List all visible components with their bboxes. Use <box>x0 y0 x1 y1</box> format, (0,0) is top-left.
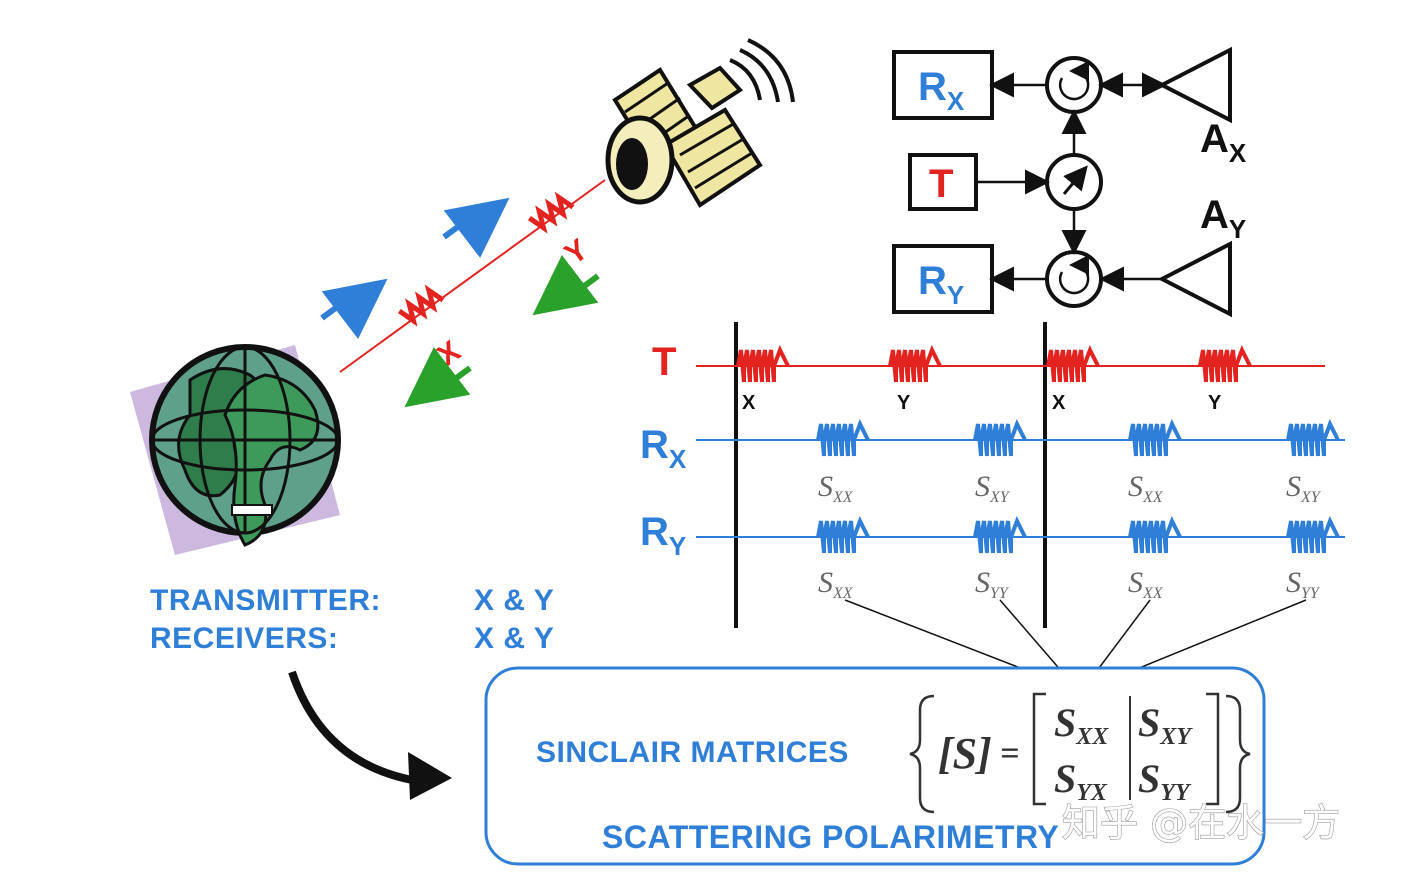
pulse-label-1: X <box>742 392 756 414</box>
rx-box <box>892 50 994 120</box>
switch-icon <box>1045 153 1103 211</box>
pulse-x-beam <box>397 284 445 327</box>
svg-text:SXX: SXX <box>818 566 854 602</box>
ry-box-sub: Y <box>947 280 964 310</box>
svg-text:RX: RX <box>918 65 965 116</box>
rx-signal-2: S <box>975 470 990 503</box>
rx-box-sub: X <box>947 86 965 116</box>
svg-text:RX: RX <box>640 423 687 474</box>
antenna-y-icon <box>1157 240 1232 318</box>
watermark-text: 知乎 @在水一方 <box>1062 801 1340 845</box>
timing-ry-label: R <box>640 510 669 554</box>
pulse-label-3: X <box>1052 392 1066 414</box>
rx-signal-3: S <box>1128 470 1143 503</box>
beam-path: X Y <box>339 179 606 374</box>
ry-box-label: R <box>918 259 947 303</box>
scattering-polarimetry-label: SCATTERING POLARIMETRY <box>602 819 1059 855</box>
ry-pulse-2 <box>973 516 1027 554</box>
downlink-arrows <box>404 255 600 408</box>
earth-globe-icon <box>130 344 341 555</box>
matrix-equals: = <box>1000 735 1019 772</box>
transmit-pulse-3 <box>1046 345 1100 383</box>
matrix-s-yy: S <box>1138 756 1160 801</box>
svg-text:SXY: SXY <box>1138 700 1193 750</box>
result-box: SINCLAIR MATRICES SCATTERING POLARIMETRY… <box>484 666 1266 866</box>
receivers-value: X & Y <box>474 622 554 655</box>
transmitter-value: X & Y <box>474 584 554 617</box>
curved-arrow-head <box>408 752 452 800</box>
svg-text:AX: AX <box>1200 117 1247 168</box>
pulse-label-4: Y <box>1208 392 1222 414</box>
timing-t-label: T <box>652 340 676 384</box>
svg-text:SYX: SYX <box>1054 756 1108 806</box>
curved-arrow-icon <box>288 670 413 784</box>
matrix-s-xy: S <box>1138 700 1160 745</box>
antenna-x-sub: X <box>1229 138 1247 168</box>
t-box-label: T <box>929 162 953 206</box>
pulse-y-beam <box>527 191 575 234</box>
ry-signal-1: S <box>818 566 833 599</box>
timing-rx-label: R <box>640 423 669 467</box>
beam-label-y: Y <box>559 233 594 272</box>
matrix-s-xx: S <box>1054 700 1076 745</box>
rx-signal-1: S <box>818 470 833 503</box>
transmit-pulse-2 <box>888 345 942 383</box>
legend: TRANSMITTER: X & Y RECEIVERS: X & Y <box>150 584 554 655</box>
ry-pulse-1 <box>816 516 870 554</box>
rx-pulse-2 <box>973 419 1027 457</box>
ry-signal-4: S <box>1286 566 1301 599</box>
transmit-pulse-4 <box>1198 345 1252 383</box>
radar-block-diagram: RX T RY AX AY <box>892 46 1247 318</box>
sinclair-matrix: [S] = SXX SXY SYX SYY <box>909 692 1251 814</box>
svg-text:SXX: SXX <box>1054 700 1109 750</box>
ry-signal-3: S <box>1128 566 1143 599</box>
svg-text:AY: AY <box>1200 193 1246 244</box>
svg-text:SXX: SXX <box>1128 566 1164 602</box>
ry-signal-2: S <box>975 566 990 599</box>
sinclair-matrices-label: SINCLAIR MATRICES <box>536 736 849 769</box>
pulse-label-2: Y <box>897 392 911 414</box>
transmit-pulses <box>736 345 1252 383</box>
svg-text:SXX: SXX <box>1128 470 1164 506</box>
receive-x-pulses <box>816 419 1340 457</box>
svg-text:SXX: SXX <box>818 470 854 506</box>
circulator-y-icon <box>1045 250 1103 308</box>
svg-text:RY: RY <box>918 259 964 310</box>
rx-box-label: R <box>918 65 947 109</box>
timing-rx-sub: X <box>669 444 687 474</box>
timing-ry-sub: Y <box>669 531 686 561</box>
timing-diagram: T RX RY X Y X Y SXX SXY SXX SXY SXX SYY … <box>640 322 1345 691</box>
rx-pulse-3 <box>1128 419 1182 457</box>
transmitter-label: TRANSMITTER: <box>150 584 381 617</box>
rx-signal-4: S <box>1286 470 1301 503</box>
antenna-y-label: A <box>1200 193 1229 237</box>
svg-text:SYY: SYY <box>975 566 1010 602</box>
rx-pulse-1 <box>816 419 870 457</box>
satellite-icon <box>605 38 795 208</box>
receivers-label: RECEIVERS: <box>150 622 338 655</box>
ry-box <box>892 244 994 314</box>
antenna-y-sub: Y <box>1229 214 1246 244</box>
svg-text:SXY: SXY <box>1286 470 1322 506</box>
svg-text:SYY: SYY <box>1138 756 1192 806</box>
t-box <box>908 153 978 211</box>
svg-text:SXY: SXY <box>975 470 1011 506</box>
receive-y-pulses <box>816 516 1340 554</box>
svg-text:RY: RY <box>640 510 686 561</box>
antenna-x-icon <box>1157 46 1232 124</box>
uplink-arrows <box>320 197 510 339</box>
transmit-pulse-1 <box>736 345 790 383</box>
ry-pulse-3 <box>1128 516 1182 554</box>
svg-text:SYY: SYY <box>1286 566 1321 602</box>
beam-label-x: X <box>431 335 466 374</box>
matrix-lhs: [S] <box>938 729 992 778</box>
circulator-x-icon <box>1045 56 1103 114</box>
antenna-x-label: A <box>1200 117 1229 161</box>
ry-pulse-4 <box>1286 516 1340 554</box>
matrix-s-yx: S <box>1054 756 1076 801</box>
rx-pulse-4 <box>1286 419 1340 457</box>
